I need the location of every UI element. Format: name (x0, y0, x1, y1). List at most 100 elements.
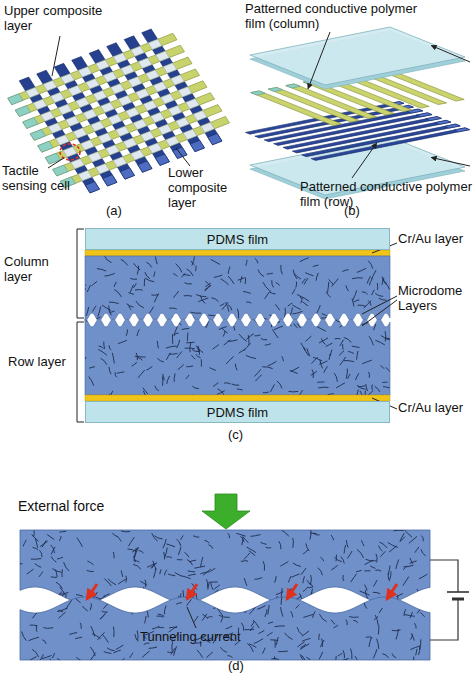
conductive-fiber (80, 623, 81, 629)
fiber-texture (78, 256, 389, 331)
conductive-fiber (422, 595, 428, 600)
conductive-fiber (319, 614, 326, 622)
conductive-fiber (334, 319, 342, 323)
conductive-fiber (372, 290, 375, 295)
conductive-fiber (220, 304, 224, 306)
leader-line (362, 300, 397, 326)
highlight-circle (60, 144, 80, 160)
conductive-fiber (128, 293, 134, 295)
conductive-fiber (334, 625, 339, 628)
conductive-fiber (107, 648, 115, 651)
conductive-fiber (310, 600, 315, 606)
sensing-cell (176, 117, 190, 127)
sensing-cell (146, 70, 160, 80)
conductive-fiber (311, 357, 317, 364)
strip-tab (38, 141, 53, 152)
conductive-fiber (210, 568, 215, 571)
conductive-fiber (210, 368, 216, 371)
conductive-fiber (136, 301, 144, 308)
conductive-fiber (116, 645, 124, 649)
conductive-fiber (50, 659, 53, 664)
strip-tab (190, 140, 204, 151)
conductive-fiber (342, 344, 344, 350)
conductive-fiber (321, 317, 329, 318)
conductive-fiber (357, 268, 367, 272)
conductive-fiber (232, 384, 240, 385)
conductive-fiber (326, 343, 333, 346)
conductive-fiber (280, 561, 288, 566)
conductive-fiber (346, 285, 349, 291)
conductive-fiber (260, 595, 264, 600)
conductive-fiber (58, 593, 68, 595)
conductive-fiber (385, 331, 387, 341)
sensing-cell (143, 101, 157, 111)
conductive-fiber (246, 260, 247, 266)
strip-tab (103, 175, 117, 186)
panel-d-sensing-principle (15, 494, 469, 664)
conductive-fiber (320, 557, 324, 561)
conductive-fiber (302, 631, 309, 636)
conductive-fiber (394, 530, 404, 532)
sensing-cell (76, 97, 90, 107)
conductive-fiber (157, 616, 164, 617)
conductive-fiber (287, 323, 292, 326)
conductive-fiber (241, 623, 244, 631)
conductive-fiber (380, 366, 384, 369)
conductive-fiber (202, 614, 207, 621)
conductive-fiber (342, 659, 349, 661)
conductive-fiber (258, 270, 264, 277)
conductive-fiber (275, 576, 277, 583)
conductive-fiber (275, 304, 279, 310)
conductive-fiber (330, 350, 332, 356)
conductive-fiber (137, 266, 138, 275)
conductive-fiber (379, 546, 383, 552)
conductive-fiber (214, 585, 220, 589)
sensing-cell (166, 136, 180, 146)
conductive-fiber (175, 320, 181, 325)
conductive-fiber (235, 364, 237, 371)
conductive-fiber (31, 558, 41, 560)
conductive-fiber (184, 552, 189, 557)
conductive-fiber (74, 596, 80, 603)
sensing-cell (88, 152, 102, 162)
conductive-fiber (405, 615, 415, 617)
conductive-fiber (400, 533, 404, 541)
conductive-fiber (181, 576, 191, 579)
conductive-fiber (145, 272, 150, 279)
conductive-fiber (364, 301, 372, 308)
strip-tab (53, 165, 68, 176)
conductive-fiber (290, 308, 293, 318)
conductive-fiber (91, 626, 95, 636)
conductive-fiber (226, 356, 234, 364)
conductive-fiber (173, 291, 178, 298)
conductive-fiber (168, 574, 175, 576)
conductive-fiber (267, 273, 273, 275)
conductive-fiber (93, 306, 97, 312)
conductive-fiber (185, 283, 192, 284)
conductive-fiber (191, 355, 195, 359)
conductive-fiber (97, 269, 106, 272)
conductive-fiber (396, 560, 399, 569)
conductive-fiber (237, 309, 238, 319)
conductive-fiber (282, 530, 289, 536)
conductive-fiber (58, 592, 62, 596)
conductive-fiber (414, 623, 416, 628)
conductive-fiber (403, 577, 409, 586)
conductive-fiber (51, 545, 55, 553)
conductive-fiber (209, 545, 213, 549)
conductive-fiber (158, 614, 165, 616)
conductive-fiber (377, 283, 378, 290)
sensing-cell (178, 87, 192, 97)
conductive-fiber (130, 285, 133, 293)
part-label: Row layer (8, 355, 74, 370)
conductive-fiber (188, 571, 195, 572)
fiber-texture (83, 318, 393, 401)
part-label: Cr/Au layer (398, 401, 474, 416)
sensing-cell (48, 123, 62, 133)
conductive-fiber (227, 656, 232, 658)
conductive-fiber (194, 616, 198, 622)
conductive-fiber (380, 542, 388, 548)
conductive-fiber (36, 600, 41, 605)
conductive-fiber (114, 282, 116, 287)
conductive-fiber (382, 276, 387, 283)
